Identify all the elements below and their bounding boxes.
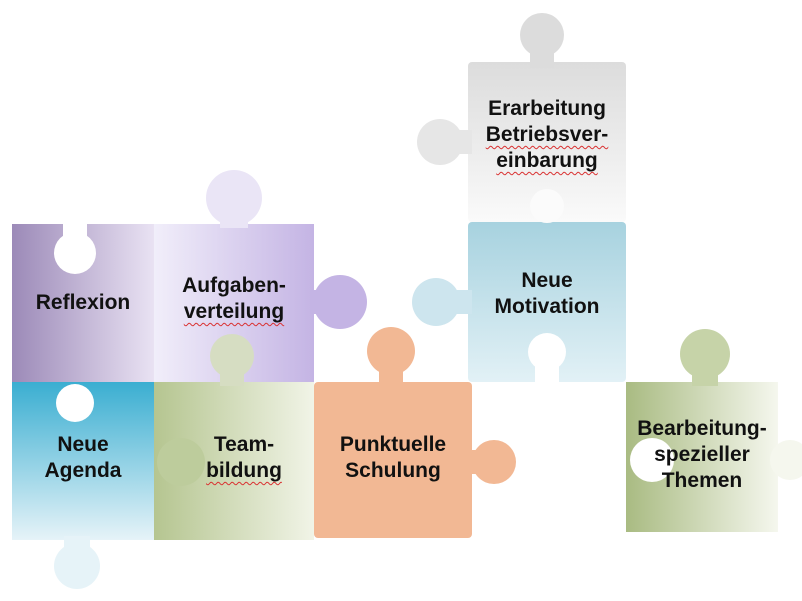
label-line: Motivation: [494, 295, 600, 318]
label-line: Reflexion: [35, 291, 131, 314]
label-line: Punktuelle: [339, 433, 447, 456]
label-erarbeitung: Erarbeitung Betriebsver- einbarung: [468, 96, 626, 174]
label-line: spezieller: [654, 443, 750, 466]
label-line: Agenda: [44, 459, 122, 482]
puzzle-piece-themen: [626, 329, 802, 532]
label-line: bildung: [206, 459, 282, 482]
label-line: Bearbeitung-: [637, 417, 767, 440]
puzzle-piece-schulung: [314, 327, 516, 538]
label-motivation: Neue Motivation: [468, 268, 626, 320]
puzzle-piece-team: [154, 334, 314, 540]
label-agenda: Neue Agenda: [12, 432, 154, 484]
label-line: einbarung: [496, 149, 598, 172]
label-schulung: Punktuelle Schulung: [314, 432, 472, 484]
label-line: Schulung: [345, 459, 441, 482]
label-line: Neue: [57, 433, 109, 456]
label-line: Aufgaben-: [182, 274, 286, 297]
puzzle-piece-erarbeitung: [417, 13, 626, 222]
puzzle-piece-reflexion: [12, 222, 154, 382]
label-line: Erarbeitung: [488, 97, 606, 120]
puzzle-piece-agenda: [12, 382, 154, 589]
label-line: Neue: [521, 269, 573, 292]
puzzle-piece-motivation: [412, 189, 626, 384]
label-team: Team- bildung: [154, 432, 334, 484]
label-themen: Bearbeitung- spezieller Themen: [626, 416, 778, 494]
label-line: Team-: [213, 433, 275, 456]
label-line: Themen: [661, 469, 743, 492]
label-line: Betriebsver-: [485, 123, 609, 146]
label-reflexion: Reflexion: [12, 290, 154, 316]
label-line: verteilung: [183, 300, 285, 323]
label-aufgaben: Aufgaben- verteilung: [154, 273, 314, 325]
